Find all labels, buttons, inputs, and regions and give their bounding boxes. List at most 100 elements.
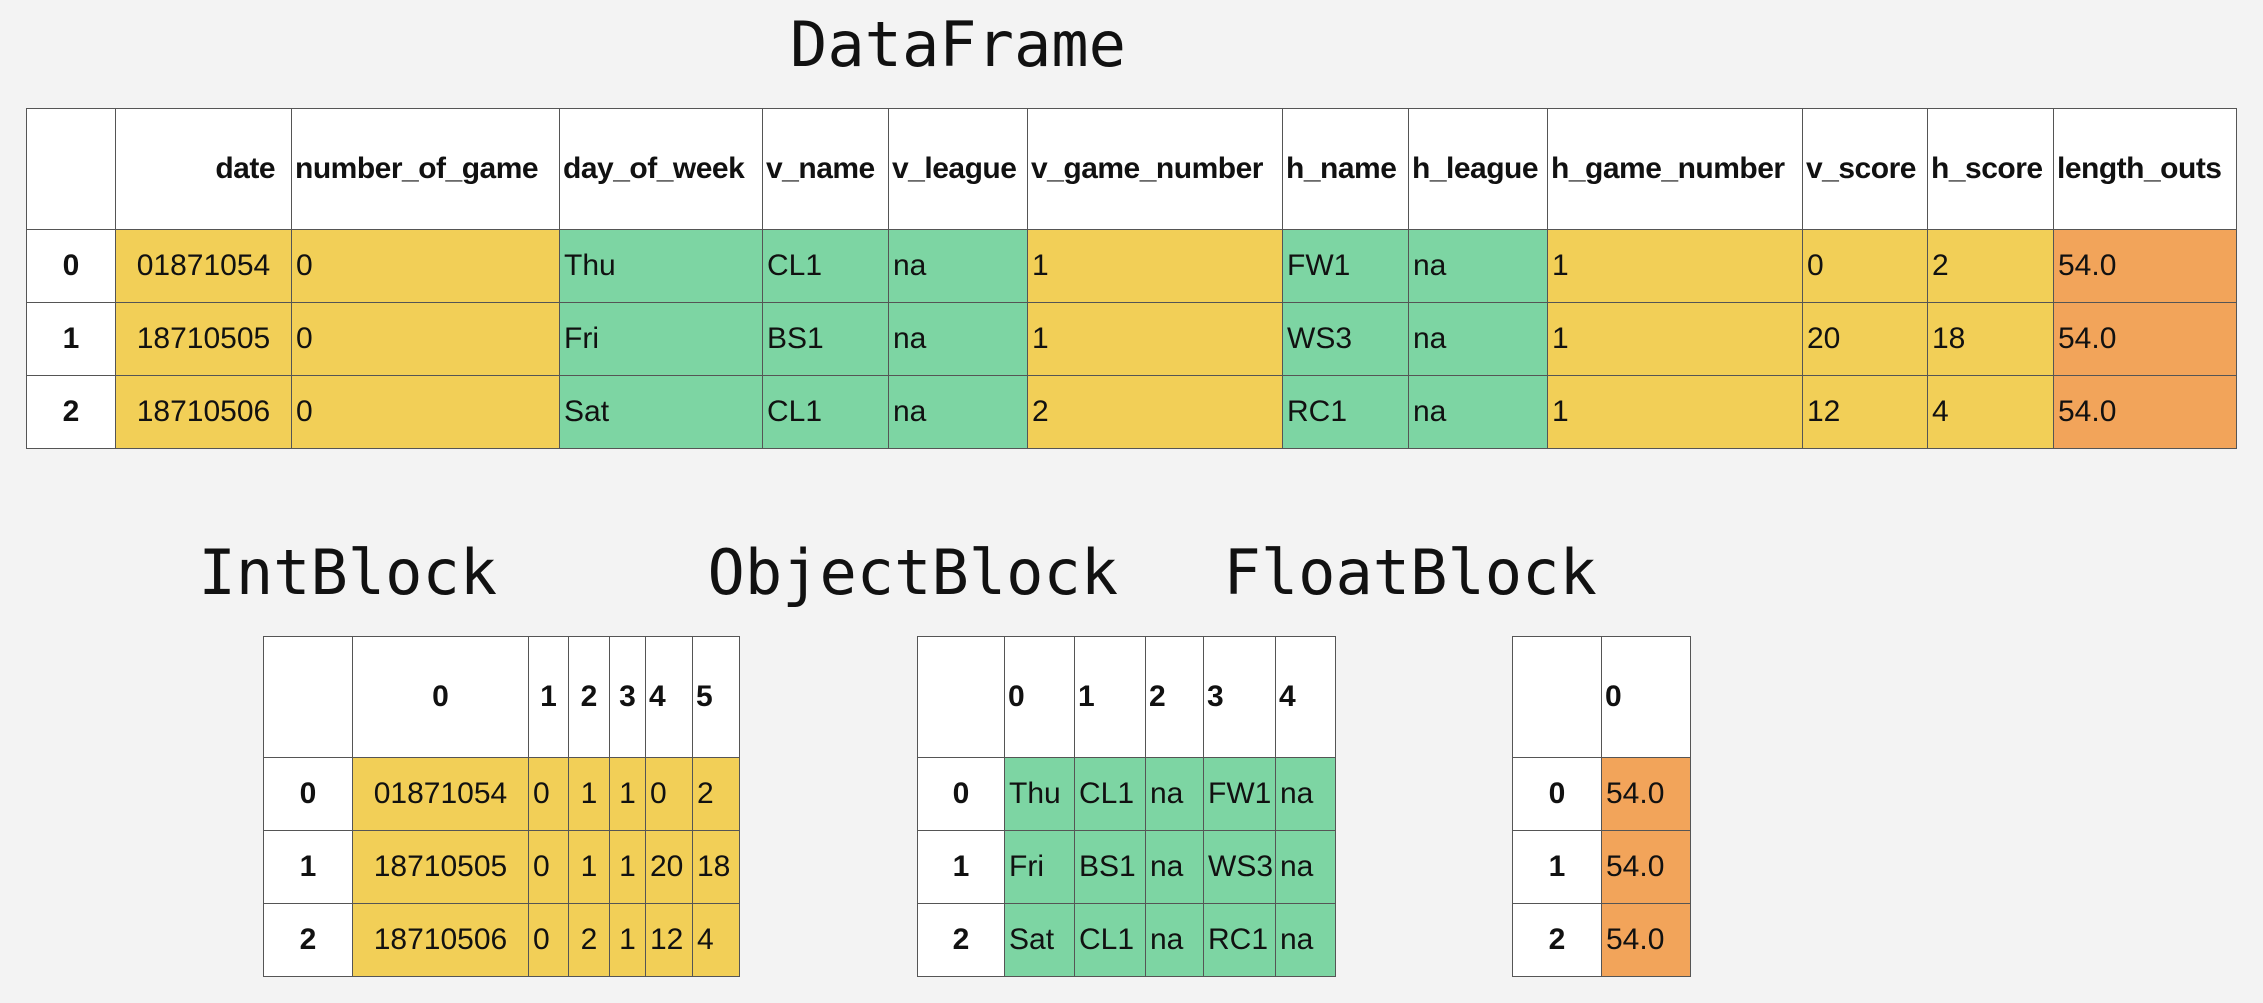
cell: 2	[1027, 375, 1283, 449]
cell: CL1	[1074, 903, 1146, 977]
row-index: 1	[26, 302, 116, 376]
cell: BS1	[762, 302, 889, 376]
cell: 12	[645, 903, 693, 977]
row-index: 0	[1512, 757, 1602, 831]
cell: 0	[1802, 229, 1928, 303]
cell: 2	[568, 903, 610, 977]
column-header: 2	[568, 636, 610, 758]
cell: na	[1145, 830, 1204, 904]
column-header: 4	[1275, 636, 1336, 758]
cell: 1	[1547, 229, 1803, 303]
cell: 18	[1927, 302, 2054, 376]
table-row: 0 01871054 0 1 1 0 2	[263, 757, 740, 831]
cell: Fri	[559, 302, 763, 376]
column-header: date	[115, 108, 292, 230]
table-row: 0 54.0	[1512, 757, 1691, 831]
cell: 01871054	[352, 757, 529, 831]
cell: na	[1145, 757, 1204, 831]
table-row: 0 Thu CL1 na FW1 na	[917, 757, 1336, 831]
column-header: v_game_number	[1027, 108, 1283, 230]
table-row: 1 54.0	[1512, 830, 1691, 904]
row-index: 0	[917, 757, 1005, 831]
column-header: 0	[352, 636, 529, 758]
cell: WS3	[1282, 302, 1409, 376]
table-row: 1 18710505 0 Fri BS1 na 1 WS3 na 1 20 18…	[26, 302, 2237, 376]
cell: 0	[528, 830, 569, 904]
cell: RC1	[1282, 375, 1409, 449]
table-row: 2 18710506 0 Sat CL1 na 2 RC1 na 1 12 4 …	[26, 375, 2237, 449]
column-header: 2	[1145, 636, 1204, 758]
column-header: 5	[692, 636, 740, 758]
row-index: 2	[26, 375, 116, 449]
column-header: 3	[609, 636, 646, 758]
cell: 54.0	[1601, 757, 1691, 831]
cell: FW1	[1282, 229, 1409, 303]
column-header: h_league	[1408, 108, 1548, 230]
cell: 0	[291, 375, 560, 449]
cell: 1	[609, 903, 646, 977]
cell: Sat	[559, 375, 763, 449]
objectblock-corner-cell	[917, 636, 1005, 758]
cell: na	[1408, 302, 1548, 376]
intblock-title: IntBlock	[198, 536, 498, 609]
column-header: v_name	[762, 108, 889, 230]
row-index: 1	[917, 830, 1005, 904]
cell: 1	[568, 830, 610, 904]
cell: na	[888, 302, 1028, 376]
column-header: day_of_week	[559, 108, 763, 230]
cell: na	[888, 375, 1028, 449]
cell: 18710505	[352, 830, 529, 904]
cell: na	[1275, 757, 1336, 831]
cell: 1	[1547, 375, 1803, 449]
cell: 12	[1802, 375, 1928, 449]
column-header: h_score	[1927, 108, 2054, 230]
cell: 54.0	[1601, 830, 1691, 904]
objectblock-title: ObjectBlock	[707, 536, 1119, 609]
cell: na	[1408, 375, 1548, 449]
floatblock-corner-cell	[1512, 636, 1602, 758]
table-row: 2 18710506 0 2 1 12 4	[263, 903, 740, 977]
cell: 0	[528, 903, 569, 977]
intblock-corner-cell	[263, 636, 353, 758]
cell: 0	[291, 229, 560, 303]
cell: FW1	[1203, 757, 1276, 831]
cell: 1	[1547, 302, 1803, 376]
column-header: 4	[645, 636, 693, 758]
cell: 4	[692, 903, 740, 977]
cell: 18710505	[115, 302, 292, 376]
cell: 1	[1027, 302, 1283, 376]
row-index: 2	[263, 903, 353, 977]
table-row: 2 Sat CL1 na RC1 na	[917, 903, 1336, 977]
cell: 01871054	[115, 229, 292, 303]
cell: Thu	[1004, 757, 1075, 831]
table-row: 0 01871054 0 Thu CL1 na 1 FW1 na 1 0 2 5…	[26, 229, 2237, 303]
column-header: length_outs	[2053, 108, 2237, 230]
cell: Sat	[1004, 903, 1075, 977]
cell: 18	[692, 830, 740, 904]
cell: CL1	[762, 229, 889, 303]
column-header: v_score	[1802, 108, 1928, 230]
cell: 0	[291, 302, 560, 376]
cell: 2	[1927, 229, 2054, 303]
dataframe-title: DataFrame	[790, 8, 1126, 81]
cell: 18710506	[115, 375, 292, 449]
cell: 0	[528, 757, 569, 831]
cell: 20	[1802, 302, 1928, 376]
cell: na	[888, 229, 1028, 303]
cell: na	[1145, 903, 1204, 977]
floatblock-table: 0 0 54.0 1 54.0 2 54.0	[1512, 636, 1691, 977]
cell: 54.0	[2053, 375, 2237, 449]
column-header: 0	[1601, 636, 1691, 758]
row-index: 1	[263, 830, 353, 904]
column-header: 0	[1004, 636, 1075, 758]
cell: Thu	[559, 229, 763, 303]
row-index: 1	[1512, 830, 1602, 904]
column-header: 1	[528, 636, 569, 758]
cell: CL1	[1074, 757, 1146, 831]
table-row: 1 18710505 0 1 1 20 18	[263, 830, 740, 904]
row-index: 2	[917, 903, 1005, 977]
floatblock-title: FloatBlock	[1223, 536, 1597, 609]
floatblock-header-row: 0	[1512, 636, 1691, 758]
cell: BS1	[1074, 830, 1146, 904]
cell: na	[1275, 903, 1336, 977]
